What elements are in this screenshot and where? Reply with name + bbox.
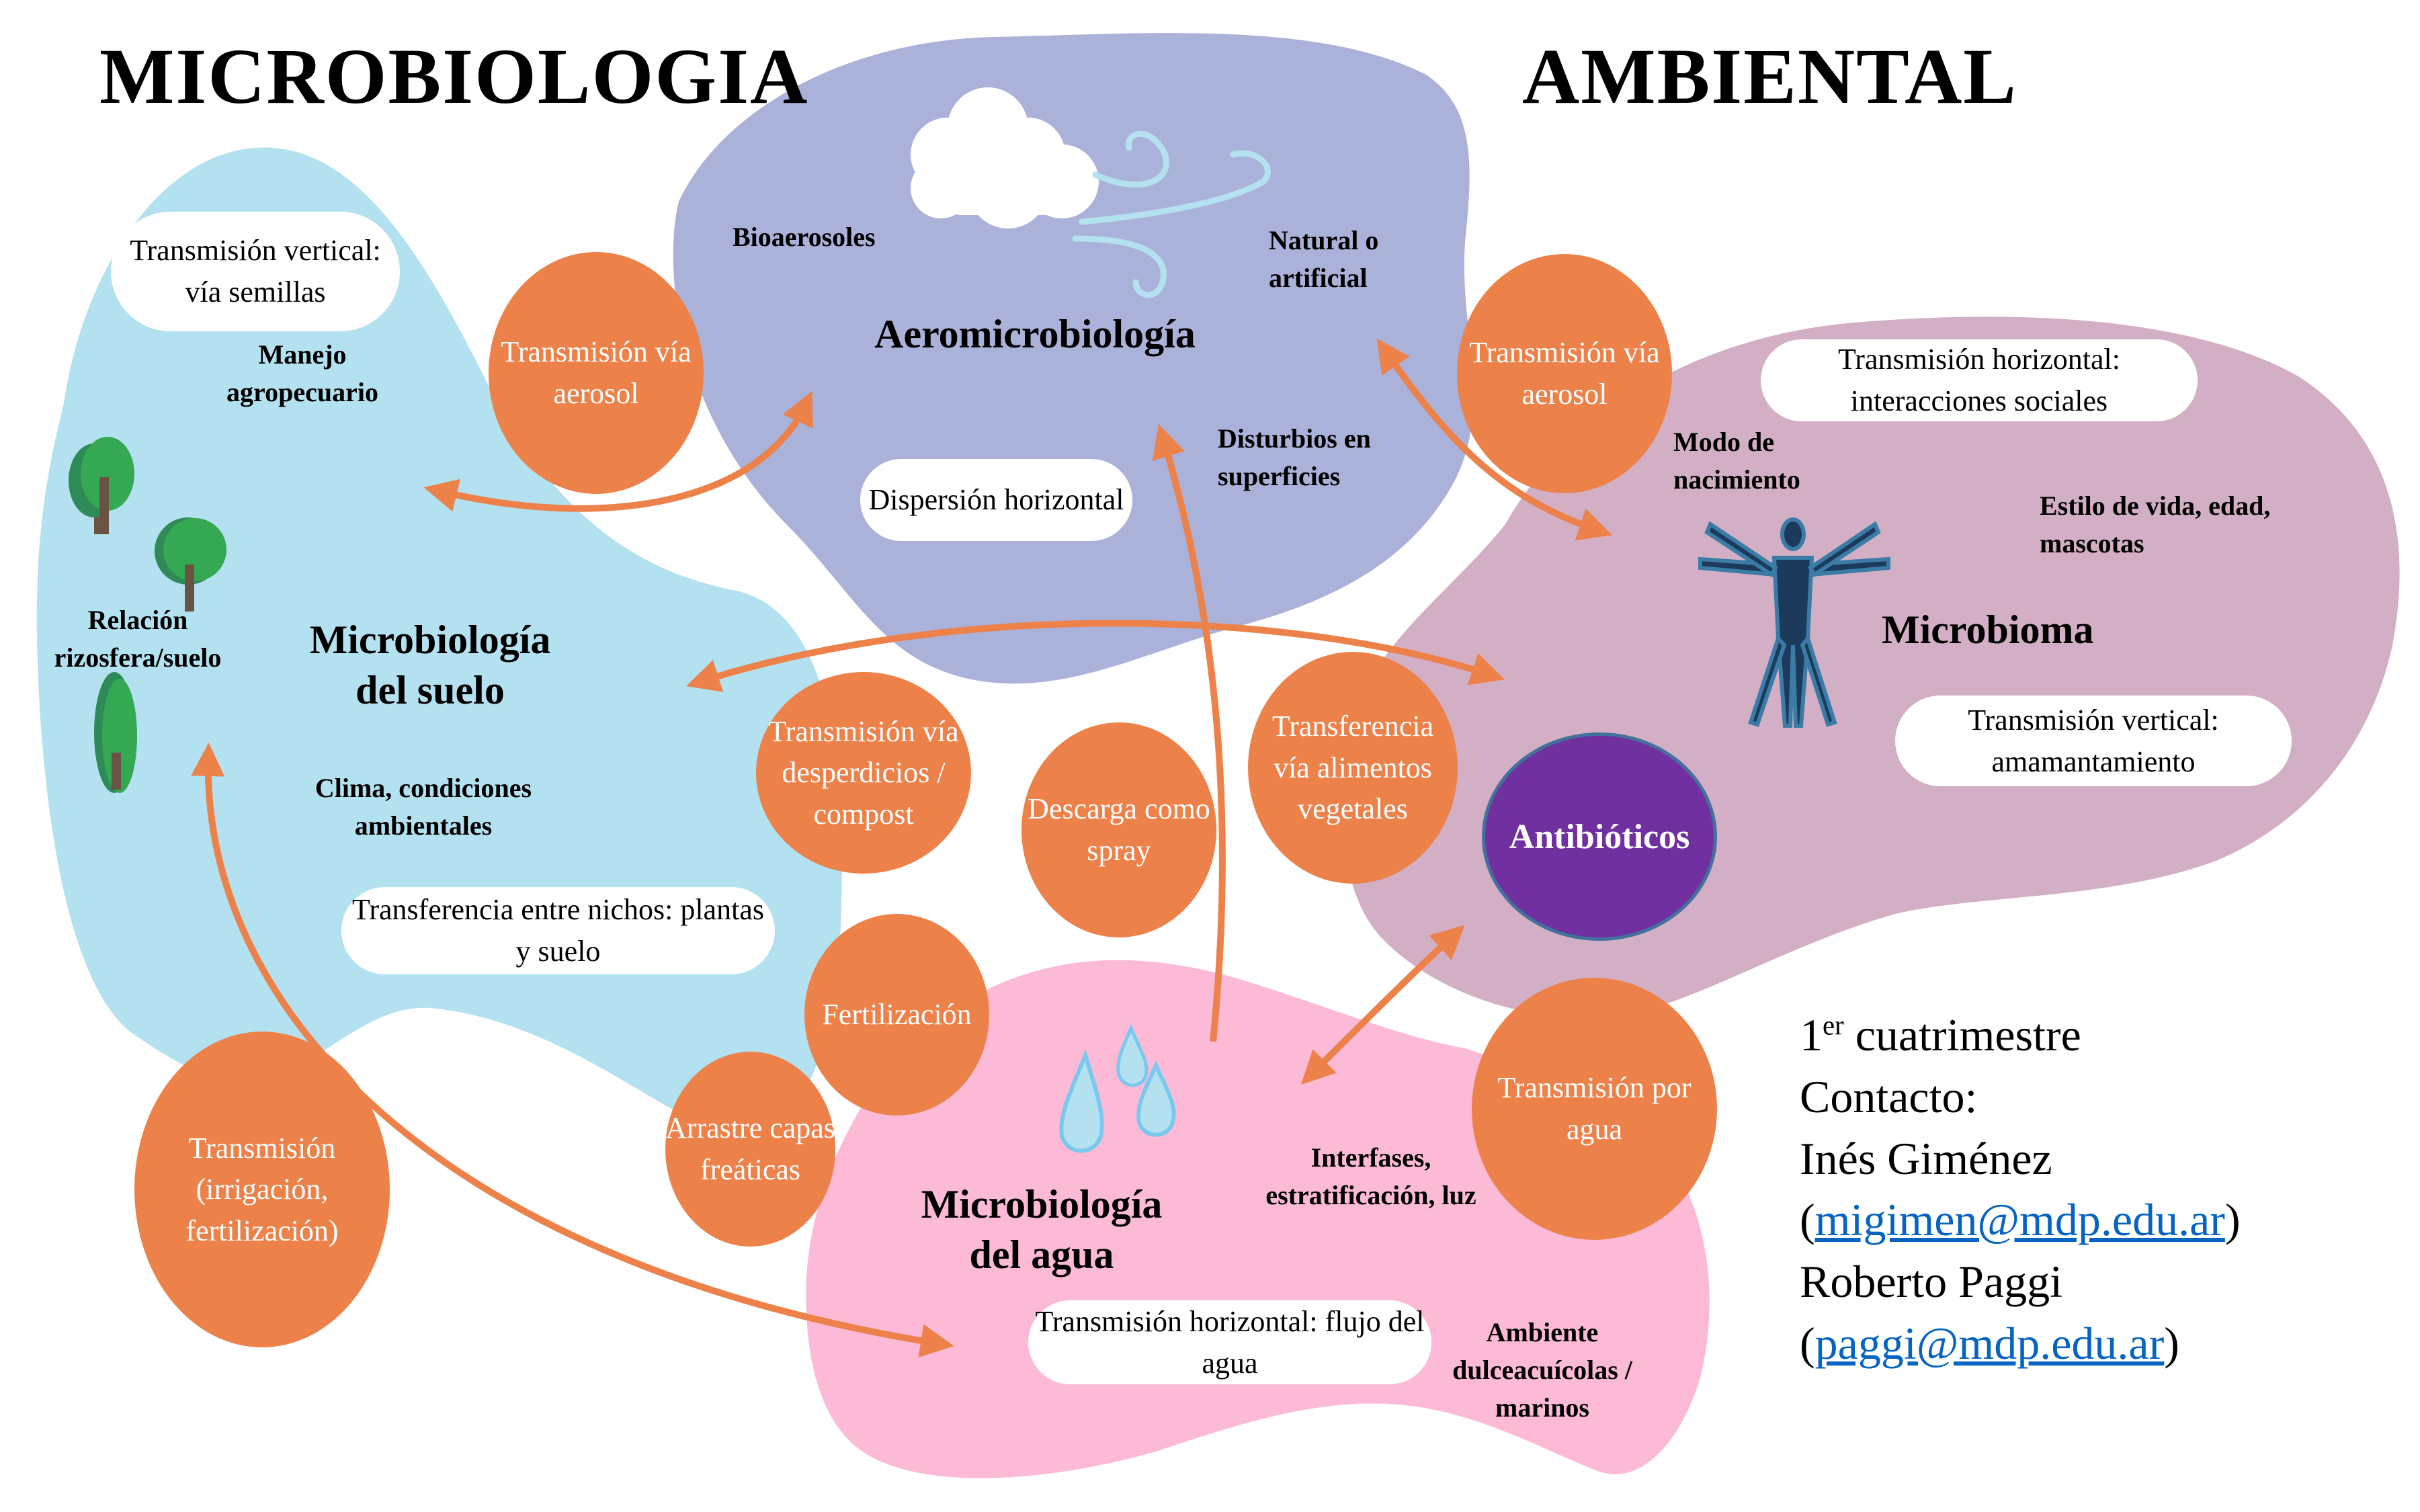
microbiome-vertical-pill: Transmisión vertical: amamantamiento — [1895, 696, 2292, 786]
semester-suffix: er — [1823, 1010, 1844, 1041]
water-heading-line2: del agua — [969, 1232, 1114, 1277]
soil-heading: Microbiología del suelo — [282, 615, 578, 716]
water-label-ambiente: Ambiente dulceacuícolas / marinos — [1452, 1317, 1632, 1423]
semester-line: 1er cuatrimestre — [1800, 1005, 2241, 1066]
microbiome-horizontal-pill: Transmisión horizontal: interacciones so… — [1761, 339, 2198, 421]
soil-label-clima: Clima, condiciones ambientales — [315, 773, 532, 841]
contact-heading: Contacto: — [1800, 1070, 1978, 1122]
connector-por-agua: Transmisión por agua — [1472, 978, 1717, 1240]
title-left: MICROBIOLOGIA — [99, 32, 809, 120]
arrows — [191, 338, 1612, 1357]
soil-transferencia-pill: Transferencia entre nichos: plantas y su… — [341, 887, 775, 974]
tree-icon — [94, 672, 137, 793]
antibiotics-node: Antibióticos — [1482, 732, 1717, 941]
air-label-disturbios: Disturbios en superficies — [1218, 423, 1371, 491]
air-heading: Aeromicrobiología — [874, 312, 1196, 356]
arrow-soil-microbiome — [685, 620, 1505, 692]
connector-aerosol-left: Transmisión vía aerosol — [489, 252, 704, 494]
cloud-wind-icon — [911, 87, 1271, 298]
connector-alimentos: Transferencia vía alimentos vegetales — [1248, 652, 1458, 884]
semester-number: 1 — [1800, 1009, 1823, 1060]
arrow-water-microbiome — [1300, 925, 1465, 1085]
arrow-air-microbiome — [1376, 338, 1612, 541]
air-label-bioaerosoles: Bioaerosoles — [733, 222, 876, 252]
contact-person1-name: Inés Giménez — [1800, 1132, 2052, 1184]
contact-person1-email-line: (migimen@mdp.edu.ar) — [1800, 1194, 2241, 1246]
connector-fertilizacion: Fertilización — [804, 914, 989, 1116]
water-label-interfases: Interfases, estratificación, luz — [1265, 1142, 1476, 1210]
soil-label-rizosfera: Relación rizosfera/suelo — [54, 605, 222, 673]
water-heading: Microbiología del agua — [901, 1179, 1183, 1280]
soil-heading-line1: Microbiología — [309, 618, 551, 662]
tree-icon — [155, 517, 226, 612]
contact-block: 1er cuatrimestre Contacto: Inés Giménez … — [1800, 1005, 2241, 1375]
connector-aerosol-right: Transmisión vía aerosol — [1457, 254, 1672, 493]
connector-irrigacion: Transmisión (irrigación, fertilización) — [134, 1032, 390, 1347]
tree-icon — [69, 437, 134, 534]
air-dispersion-pill: Dispersión horizontal — [860, 459, 1132, 541]
connector-desperdicios: Transmisión vía desperdicios / compost — [756, 672, 971, 874]
microbiome-label-modo: Modo de nacimiento — [1673, 427, 1800, 495]
contact-person2-email-link[interactable]: paggi@mdp.edu.ar — [1814, 1317, 2165, 1369]
soil-vertical-transmission-pill: Transmisión vertical: vía semillas — [111, 212, 400, 331]
microbiome-label-estilo: Estilo de vida, edad, mascotas — [2040, 491, 2271, 558]
soil-label-manejo: Manejo agropecuario — [226, 339, 378, 407]
arrow-soil-air — [423, 390, 813, 512]
contact-person2-name: Roberto Paggi — [1800, 1256, 2062, 1308]
arrow-soil-water — [191, 743, 954, 1357]
connector-arrastre: Arrastre capas freáticas — [665, 1052, 835, 1247]
microbiome-heading: Microbioma — [1882, 607, 2094, 652]
arrow-water-air — [1152, 423, 1226, 1042]
semester-text: cuatrimestre — [1843, 1009, 2081, 1060]
water-heading-line1: Microbiología — [921, 1182, 1163, 1226]
water-drops-icon — [1059, 1023, 1176, 1153]
title-right: AMBIENTAL — [1522, 32, 2018, 120]
connector-descarga: Descarga como spray — [1021, 722, 1216, 937]
human-figure-icon — [1698, 517, 1890, 728]
contact-person2-email-line: (paggi@mdp.edu.ar) — [1800, 1317, 2179, 1369]
contact-person1-email-link[interactable]: migimen@mdp.edu.ar — [1814, 1194, 2225, 1246]
soil-heading-line2: del suelo — [356, 668, 505, 712]
air-label-natural: Natural o artificial — [1269, 225, 1379, 293]
water-horizontal-pill: Transmisión horizontal: flujo del agua — [1028, 1300, 1431, 1384]
